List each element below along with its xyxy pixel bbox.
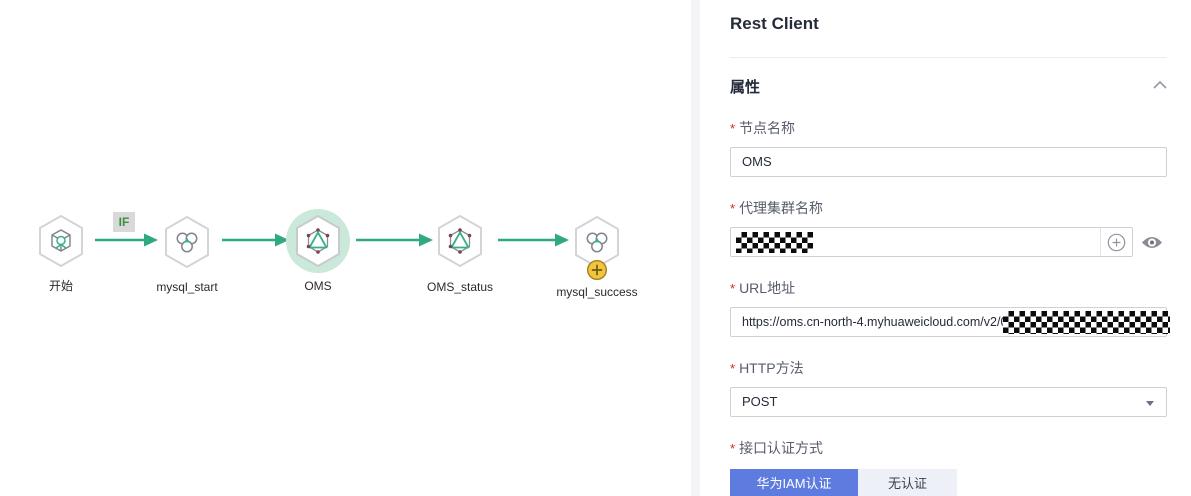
field-label-http-method: *HTTP方法 bbox=[730, 360, 804, 376]
chevron-up-icon[interactable] bbox=[1152, 79, 1168, 91]
required-mark: * bbox=[730, 361, 736, 376]
divider bbox=[730, 57, 1167, 58]
http-method-select[interactable]: POST bbox=[730, 387, 1167, 417]
eye-icon[interactable] bbox=[1141, 234, 1163, 251]
redacted-value bbox=[736, 232, 813, 253]
required-mark: * bbox=[730, 121, 736, 136]
panel-title: Rest Client bbox=[730, 14, 819, 33]
field-label-url: *URL地址 bbox=[730, 280, 796, 296]
node-label-start: 开始 bbox=[48, 279, 73, 293]
field-label-auth: *接口认证方式 bbox=[730, 440, 824, 456]
auth-button-group: 华为IAM认证 无认证 bbox=[730, 469, 957, 496]
cube-icon bbox=[39, 215, 83, 267]
node-label-mysql-start: mysql_start bbox=[156, 280, 218, 294]
field-label-proxy-cluster: *代理集群名称 bbox=[730, 200, 824, 216]
node-mysql-success[interactable] bbox=[572, 215, 622, 281]
node-label-oms-status: OMS_status bbox=[426, 280, 494, 294]
proxy-cluster-input[interactable] bbox=[730, 227, 1133, 257]
required-mark: * bbox=[730, 441, 736, 456]
field-label-node-name: *节点名称 bbox=[730, 120, 796, 136]
add-circle-icon[interactable] bbox=[1100, 228, 1132, 256]
http-method-value: POST bbox=[742, 394, 778, 409]
mesh-icon bbox=[296, 215, 340, 267]
node-oms-status[interactable] bbox=[435, 214, 485, 273]
flow-canvas[interactable]: IF 开始 bbox=[0, 0, 700, 496]
required-mark: * bbox=[730, 281, 736, 296]
mesh-icon bbox=[438, 215, 482, 267]
canvas-panel-divider bbox=[691, 0, 700, 496]
properties-panel: Rest Client 属性 *节点名称 OMS *代理集群名称 bbox=[700, 0, 1191, 496]
caret-down-icon bbox=[1146, 401, 1154, 406]
auth-none-button[interactable]: 无认证 bbox=[858, 469, 957, 496]
node-name-input[interactable]: OMS bbox=[730, 147, 1167, 177]
trefoil-icon bbox=[165, 216, 209, 268]
url-input[interactable]: https://oms.cn-north-4.myhuaweicloud.com… bbox=[730, 307, 1170, 337]
required-mark: * bbox=[730, 201, 736, 216]
auth-huawei-iam-button[interactable]: 华为IAM认证 bbox=[730, 469, 858, 496]
plus-badge-icon[interactable] bbox=[586, 259, 608, 281]
section-title-properties: 属性 bbox=[730, 79, 761, 96]
node-start[interactable] bbox=[36, 214, 86, 273]
url-value: https://oms.cn-north-4.myhuaweicloud.com… bbox=[742, 315, 1015, 329]
redacted-value bbox=[1003, 311, 1170, 334]
node-label-mysql-success: mysql_success bbox=[556, 285, 638, 299]
node-mysql-start[interactable] bbox=[162, 215, 212, 274]
node-label-oms: OMS bbox=[304, 279, 332, 293]
edge-condition-label: IF bbox=[113, 212, 135, 232]
